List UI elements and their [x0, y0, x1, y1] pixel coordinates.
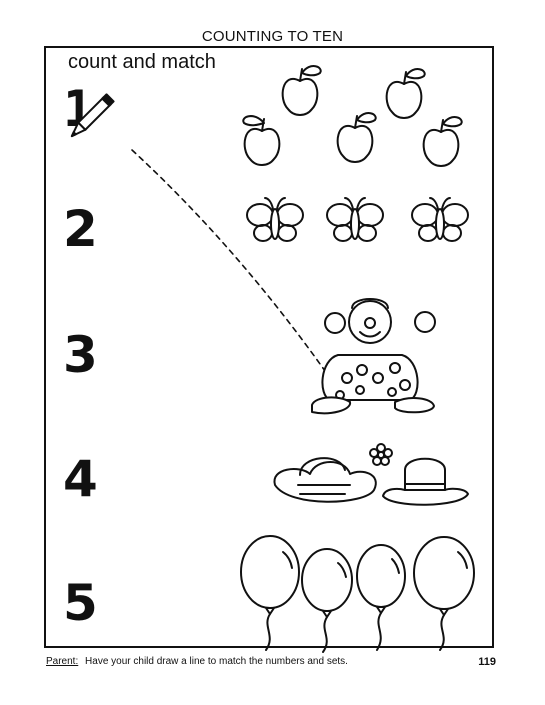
flower-icon — [369, 443, 393, 466]
footer-parent-label: Parent: — [46, 656, 79, 667]
balloon-icon — [301, 548, 353, 653]
page-title: COUNTING TO TEN — [201, 28, 344, 45]
hat-icon — [273, 457, 377, 503]
apple-icon — [242, 115, 281, 166]
page-number: 119 — [478, 656, 496, 668]
clown-icon[interactable] — [311, 298, 436, 415]
butterfly-icon — [246, 197, 304, 242]
apples-group[interactable] — [242, 65, 463, 167]
number-4[interactable]: 4 — [63, 450, 98, 508]
footer: Parent: Have your child draw a line to m… — [46, 656, 496, 668]
butterflies-group[interactable] — [246, 197, 469, 242]
butterfly-icon — [411, 197, 469, 242]
worksheet-subtitle: count and match — [68, 51, 216, 73]
apple-icon — [336, 112, 377, 163]
footer-instructions: Have your child draw a line to match the… — [85, 656, 348, 667]
hat-icon — [382, 457, 469, 506]
butterfly-icon — [326, 197, 384, 242]
balloon-icon — [240, 535, 300, 651]
hats-group[interactable] — [273, 443, 469, 506]
number-3[interactable]: 3 — [63, 326, 98, 384]
balloon-icon — [356, 544, 406, 651]
apple-icon — [422, 116, 463, 167]
pencil-icon — [70, 93, 115, 138]
balloon-icon — [413, 536, 475, 651]
worksheet-frame — [44, 46, 494, 648]
number-5[interactable]: 5 — [63, 574, 98, 632]
match-line — [131, 149, 331, 379]
apple-icon — [385, 68, 426, 119]
apple-icon — [281, 65, 322, 116]
number-2[interactable]: 2 — [63, 200, 98, 258]
balloons-group[interactable] — [240, 535, 475, 653]
